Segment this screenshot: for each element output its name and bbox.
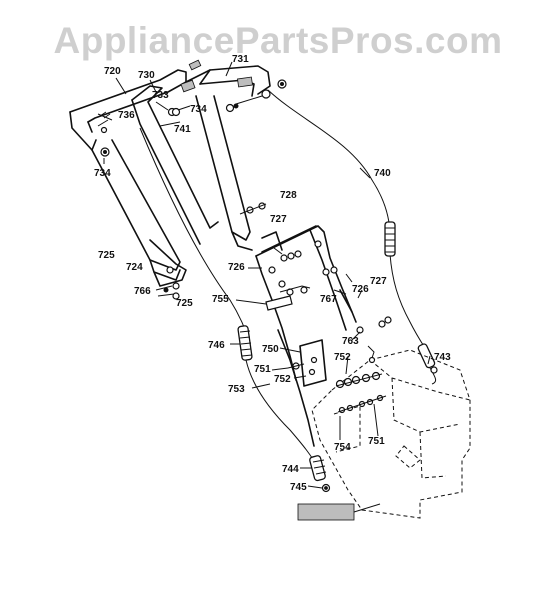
callout-740: 740 (374, 168, 391, 179)
callout-726-left: 726 (228, 262, 245, 273)
callout-734-upper: 734 (190, 104, 207, 115)
callout-741: 741 (174, 124, 191, 135)
callout-728: 728 (280, 190, 297, 201)
callout-734-left: 734 (94, 168, 111, 179)
callout-751-left: 751 (254, 364, 271, 375)
callout-730: 730 (138, 70, 155, 81)
cable-740 (267, 89, 438, 385)
callout-743: 743 (434, 352, 451, 363)
leader-lines (97, 61, 431, 489)
lower-handle (139, 127, 392, 493)
callout-726-right: 726 (352, 284, 369, 295)
callout-744: 744 (282, 464, 299, 475)
callout-727-right: 727 (370, 276, 387, 287)
callout-766: 766 (134, 286, 151, 297)
callout-755: 755 (212, 294, 229, 305)
callout-763: 763 (342, 336, 359, 347)
callout-745: 745 (290, 482, 307, 493)
upper-hardware (97, 79, 287, 215)
callout-752-upper: 752 (334, 352, 351, 363)
callout-752-lower: 752 (274, 374, 291, 385)
callout-746: 746 (208, 340, 225, 351)
upper-handle (69, 59, 271, 281)
callout-767: 767 (320, 294, 337, 305)
lower-frame (287, 339, 471, 521)
callout-720: 720 (104, 66, 121, 77)
watermark-text: AppliancePartsPros.com (53, 20, 503, 61)
callout-727-upper: 727 (270, 214, 287, 225)
callout-736: 736 (118, 110, 135, 121)
callout-725-lower: 725 (176, 298, 193, 309)
callout-750: 750 (262, 344, 279, 355)
callout-751-right: 751 (368, 436, 385, 447)
callout-753: 753 (228, 384, 245, 395)
callout-labels: 720 730 733 731 736 734 741 734 740 728 … (94, 54, 451, 493)
callout-724: 724 (126, 262, 143, 273)
callout-733: 733 (152, 90, 169, 101)
callout-731: 731 (232, 54, 249, 65)
callout-754: 754 (334, 442, 351, 453)
callout-725-left: 725 (98, 250, 115, 261)
